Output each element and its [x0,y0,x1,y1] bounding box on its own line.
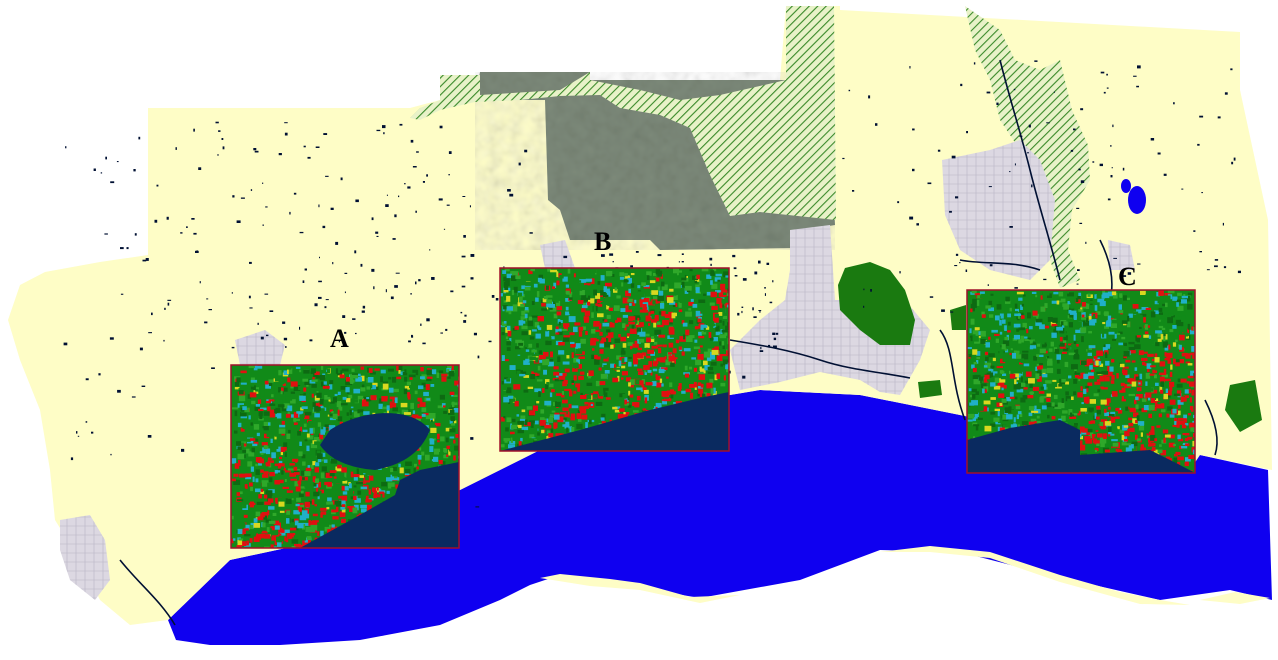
urban-area [942,140,1055,280]
land-cover-inset-c [966,289,1196,474]
urban-area [60,515,110,600]
urban-area [235,330,285,365]
forest-patch [838,262,915,345]
forest-patch [1225,380,1262,432]
barrier-island [540,574,740,603]
protected-forest [965,6,1090,288]
forest-patch [950,305,966,330]
forest-patch [918,380,942,398]
land-cover-inset-a [230,364,460,549]
barrier-island [880,546,1190,605]
inset-label-a: A [330,324,349,353]
urban-area [540,240,575,268]
lake [1121,179,1131,193]
protected-forest [410,6,836,220]
urban-area [730,225,930,395]
urban-area [1108,240,1135,270]
inset-label-b: B [594,227,612,256]
inset-label-c: C [1118,262,1137,291]
barrier-island [1200,592,1270,604]
lake [1128,186,1146,214]
land-cover-inset-b [499,267,730,452]
